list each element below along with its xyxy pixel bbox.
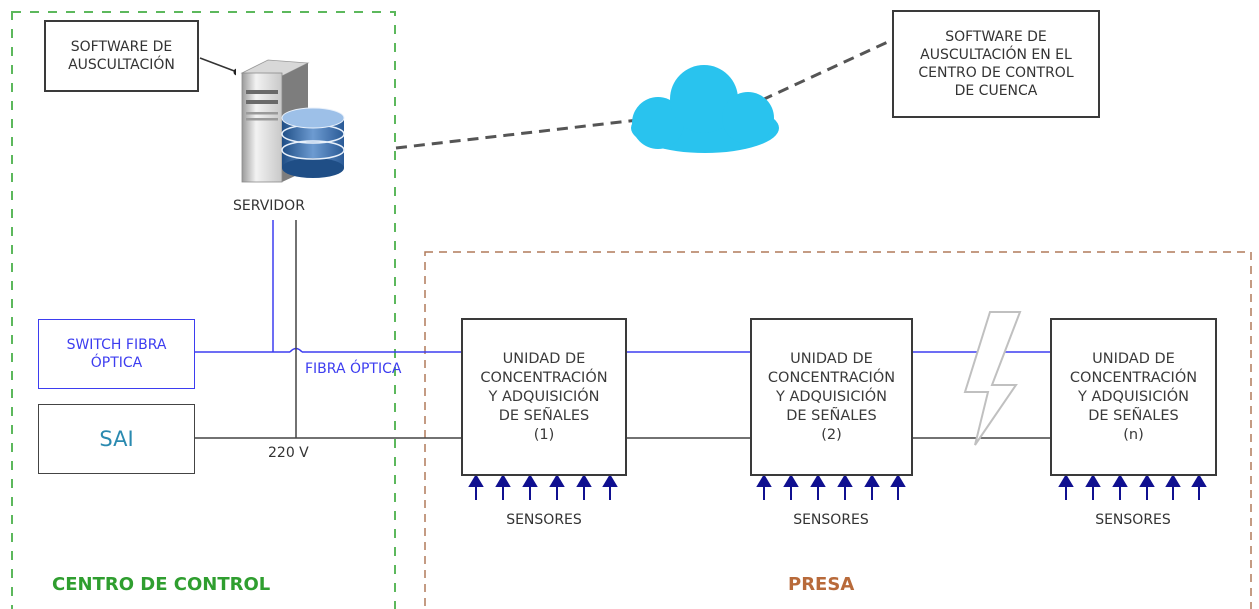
acquisition-unit-label: UNIDAD DE CONCENTRACIÓN Y ADQUISICIÓN DE…	[480, 350, 608, 443]
cloud-remote-link	[761, 38, 893, 102]
sensor-arrows-1	[468, 474, 618, 500]
server-cloud-link	[395, 118, 639, 150]
sai-box: SAI	[38, 404, 195, 474]
sensor-arrows-n	[1058, 474, 1207, 500]
server-database-icon	[236, 58, 348, 186]
power-lines	[195, 220, 1050, 439]
acquisition-unit-1: UNIDAD DE CONCENTRACIÓN Y ADQUISICIÓN DE…	[461, 318, 627, 476]
acquisition-unit-n: UNIDAD DE CONCENTRACIÓN Y ADQUISICIÓN DE…	[1050, 318, 1217, 476]
lightning-break-icon	[963, 311, 1022, 446]
software-local-box: SOFTWARE DE AUSCULTACIÓN	[44, 20, 199, 92]
control-center-zone	[11, 11, 396, 609]
acquisition-unit-label: UNIDAD DE CONCENTRACIÓN Y ADQUISICIÓN DE…	[1069, 350, 1198, 443]
acquisition-unit-label: UNIDAD DE CONCENTRACIÓN Y ADQUISICIÓN DE…	[767, 350, 896, 443]
software-remote-label: SOFTWARE DE AUSCULTACIÓN EN EL CENTRO DE…	[918, 29, 1074, 99]
acquisition-unit-2: UNIDAD DE CONCENTRACIÓN Y ADQUISICIÓN DE…	[750, 318, 913, 476]
sensors-label-1: SENSORES	[506, 512, 582, 528]
switch-fiber-box: SWITCH FIBRA ÓPTICA	[38, 319, 195, 389]
fiber-optic-label: FIBRA ÓPTICA	[305, 361, 402, 377]
sensors-label-2: SENSORES	[793, 512, 869, 528]
dam-title: PRESA	[788, 574, 855, 595]
sai-label: SAI	[99, 427, 134, 451]
server-label: SERVIDOR	[233, 198, 305, 214]
sensor-arrows-2	[756, 474, 906, 500]
software-local-label: SOFTWARE DE AUSCULTACIÓN	[68, 39, 175, 73]
power-voltage-label: 220 V	[268, 445, 309, 461]
software-remote-box: SOFTWARE DE AUSCULTACIÓN EN EL CENTRO DE…	[892, 10, 1100, 118]
dam-zone	[424, 251, 1252, 609]
control-center-title: CENTRO DE CONTROL	[52, 574, 271, 595]
software-callout-line	[199, 57, 238, 73]
sensors-label-n: SENSORES	[1095, 512, 1171, 528]
switch-fiber-label: SWITCH FIBRA ÓPTICA	[66, 337, 167, 371]
cloud-icon	[631, 65, 779, 153]
